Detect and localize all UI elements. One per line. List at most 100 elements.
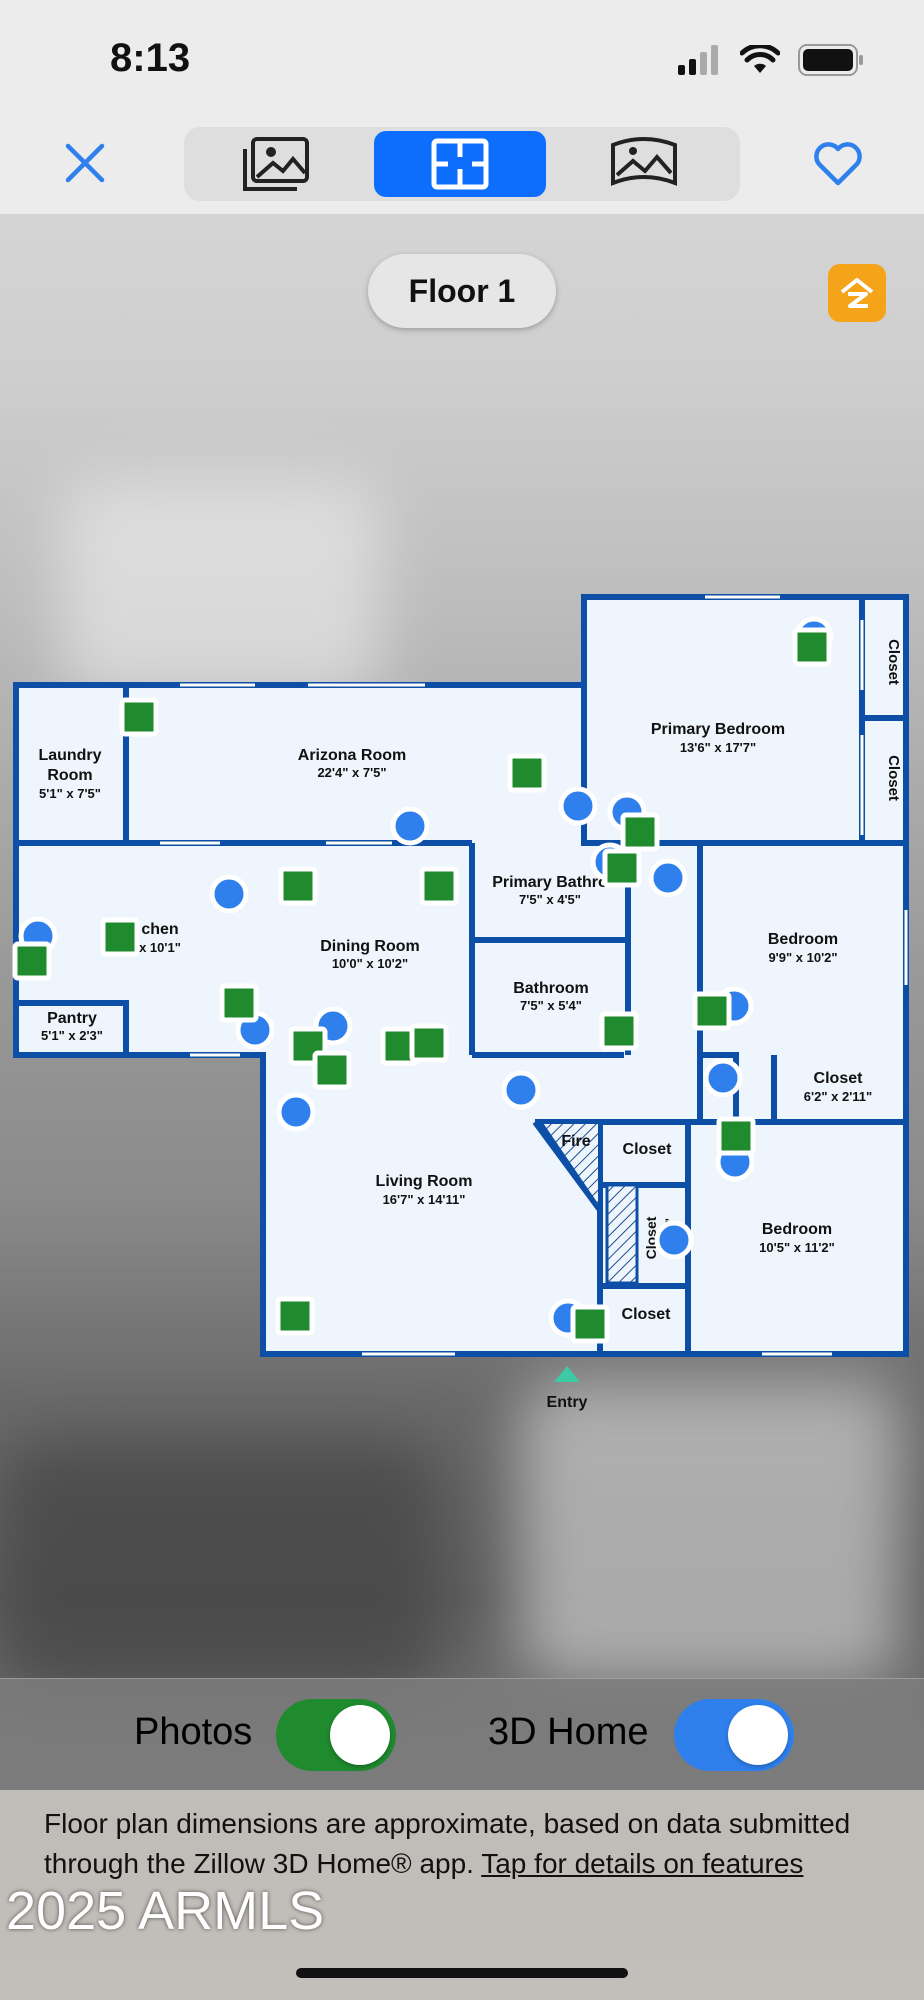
footer-note-text: Floor plan dimensions are approximate, b… <box>44 1804 894 1884</box>
room-label-bedroom-2: Bedroom <box>762 1221 832 1238</box>
plan-windows <box>160 595 908 1356</box>
details-link[interactable]: Tap for details on features <box>481 1848 804 1879</box>
room-label-closet-side: Closet <box>643 1216 659 1259</box>
photo-marker[interactable] <box>692 991 732 1031</box>
gallery-icon <box>243 137 309 191</box>
tab-3d-tour[interactable] <box>556 131 732 197</box>
room-dims-kitchen: x 10'1" <box>139 940 181 955</box>
photo-marker[interactable] <box>419 866 459 906</box>
room-dims-bedroom-1: 9'9" x 10'2" <box>768 950 837 965</box>
room-dims-bathroom: 7'5" x 5'4" <box>520 998 582 1013</box>
tab-photos[interactable] <box>188 131 364 197</box>
room-label-kitchen: chen <box>141 921 178 938</box>
room-dims-pantry: 5'1" x 2'3" <box>41 1028 103 1043</box>
entry-arrow-icon <box>554 1366 580 1382</box>
photo-marker[interactable] <box>409 1023 449 1063</box>
3d-tour-marker[interactable] <box>501 1070 541 1110</box>
photo-marker[interactable] <box>219 983 259 1023</box>
wifi-icon <box>740 45 780 73</box>
photos-toggle[interactable] <box>276 1699 396 1771</box>
room-label-arizona: Arizona Room <box>298 747 406 764</box>
3d-tour-marker[interactable] <box>648 858 688 898</box>
footer-disclaimer: Floor plan dimensions are approximate, b… <box>44 1808 851 1879</box>
room-dims-living: 16'7" x 14'11" <box>383 1192 466 1207</box>
photo-marker[interactable] <box>312 1050 352 1090</box>
room-label-closet-b: Closet <box>622 1306 672 1323</box>
background-cabinet <box>520 1380 900 1680</box>
watermark: 2025 ARMLS <box>6 1881 325 1941</box>
room-label-closet-hall: Closet <box>814 1070 864 1087</box>
room-label-dining: Dining Room <box>320 938 420 955</box>
3d-tour-marker[interactable] <box>209 874 249 914</box>
battery-icon <box>798 44 863 76</box>
entry-label: Entry <box>547 1394 588 1411</box>
plan-markers <box>12 616 834 1344</box>
room-label-fire: Fire <box>561 1133 590 1150</box>
3d-tour-marker[interactable] <box>558 786 598 826</box>
status-time: 8:13 <box>110 36 191 80</box>
room-label-laundry-1: Laundry <box>38 747 101 764</box>
status-bar: 8:13 <box>0 0 924 120</box>
photo-marker[interactable] <box>119 697 159 737</box>
layer-toggles: Photos 3D Home <box>0 1678 924 1790</box>
photo-marker[interactable] <box>275 1296 315 1336</box>
close-icon[interactable] <box>62 140 108 186</box>
toggle-knob <box>330 1705 390 1765</box>
photos-toggle-label: Photos <box>134 1711 253 1753</box>
fireplace-hatch <box>536 1120 602 1217</box>
floor-plan-icon <box>431 138 489 190</box>
room-label-closet-d: Closet <box>885 755 902 801</box>
photo-marker[interactable] <box>620 812 660 852</box>
room-label-living: Living Room <box>376 1173 473 1190</box>
room-dims-primary-bedroom: 13'6" x 17'7" <box>680 740 756 755</box>
room-dims-primary-bath: 7'5" x 4'5" <box>519 892 581 907</box>
room-label-bedroom-1: Bedroom <box>768 931 838 948</box>
status-icons <box>678 44 864 76</box>
3d-tour-marker[interactable] <box>276 1092 316 1132</box>
room-dims-bedroom-2: 10'5" x 11'2" <box>759 1240 835 1255</box>
panorama-icon <box>611 137 677 186</box>
room-label-primary-bath: Primary Bathro <box>492 874 608 891</box>
photo-marker[interactable] <box>12 941 52 981</box>
background-cabinet <box>60 480 380 700</box>
room-label-bathroom: Bathroom <box>513 980 589 997</box>
room-dims-dining: 10'0" x 10'2" <box>332 956 408 971</box>
zillow-z-icon <box>840 278 874 308</box>
photo-marker[interactable] <box>570 1304 610 1344</box>
photo-marker[interactable] <box>100 917 140 957</box>
room-label-pantry: Pantry <box>47 1010 97 1027</box>
favorite-heart-icon[interactable] <box>812 137 864 189</box>
room-label-primary-bedroom: Primary Bedroom <box>651 721 785 738</box>
photo-marker[interactable] <box>716 1116 756 1156</box>
zillow-logo-icon[interactable] <box>828 264 886 322</box>
home-indicator <box>296 1968 628 1978</box>
tab-floor-plan[interactable] <box>374 131 546 197</box>
room-dims-closet-hall: 6'2" x 2'11" <box>804 1089 872 1104</box>
3d-home-toggle[interactable] <box>674 1699 794 1771</box>
photo-marker[interactable] <box>792 627 832 667</box>
photo-marker[interactable] <box>599 1011 639 1051</box>
room-label-closet-c: Closet <box>885 639 902 685</box>
footer-note: Floor plan dimensions are approximate, b… <box>0 1790 924 2000</box>
3d-tour-marker[interactable] <box>390 806 430 846</box>
3d-tour-marker[interactable] <box>654 1220 694 1260</box>
toggle-knob <box>728 1705 788 1765</box>
room-dims-laundry: 5'1" x 7'5" <box>39 786 101 801</box>
room-dims-arizona: 22'4" x 7'5" <box>317 765 386 780</box>
view-mode-segmented-control <box>184 127 740 201</box>
photo-marker[interactable] <box>278 866 318 906</box>
storage-hatch <box>605 1183 639 1285</box>
cellular-signal-icon <box>678 45 718 75</box>
room-label-closet-a: Closet <box>623 1141 673 1158</box>
3d-home-toggle-label: 3D Home <box>488 1711 649 1753</box>
floor-selector[interactable]: Floor 1 <box>368 254 556 328</box>
photo-marker[interactable] <box>602 848 642 888</box>
room-label-laundry-2: Room <box>47 767 92 784</box>
photo-marker[interactable] <box>507 753 547 793</box>
plan-floor-fill <box>16 597 906 1357</box>
background-stove <box>0 1440 440 1700</box>
3d-tour-marker[interactable] <box>703 1058 743 1098</box>
